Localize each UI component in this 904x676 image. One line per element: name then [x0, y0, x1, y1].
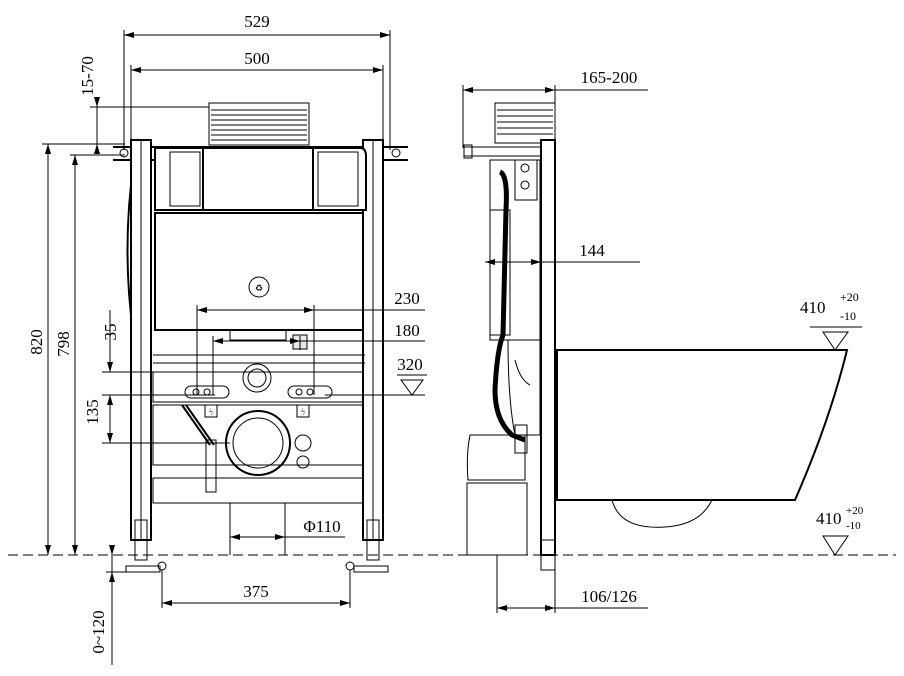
front-view: ♻ ϟ ϟ: [113, 102, 408, 573]
dim-820: 820: [27, 329, 46, 355]
dim-500: 500: [244, 49, 270, 68]
dim-35: 35: [101, 324, 120, 341]
dim-230: 230: [394, 289, 420, 308]
cistern-body: [154, 212, 364, 331]
dim-320: 320: [397, 355, 423, 374]
dim-0-120: 0~120: [89, 610, 108, 653]
dim-410-lower-sup: +20: [846, 505, 864, 517]
dim-144: 144: [579, 241, 605, 260]
recycle-glyph: ♻: [255, 283, 263, 293]
dim-529: 529: [244, 12, 270, 31]
electrical-symbol-icon: ϟ: [209, 407, 213, 417]
dim-135: 135: [83, 399, 102, 425]
electrical-symbol-icon-2: ϟ: [301, 407, 305, 417]
flexible-hose: [492, 169, 526, 443]
dim-798: 798: [54, 331, 73, 357]
dim-phi110: Φ110: [303, 517, 340, 536]
left-foot: [125, 565, 161, 573]
level-marker-lower: [822, 535, 849, 556]
dim-180: 180: [394, 321, 420, 340]
recycle-symbol-icon: [248, 276, 270, 298]
level-marker-upper: [822, 331, 849, 351]
cistern-access-panel: [202, 147, 314, 211]
dim-410-upper-sub: -10: [840, 309, 856, 323]
left-bolt-slot: [184, 385, 230, 399]
dim-15-70: 15-70: [78, 56, 97, 96]
dim-410-lower: 410: [816, 509, 842, 528]
dim-410-lower-sub: -10: [846, 520, 861, 532]
dim-165-200: 165-200: [581, 68, 638, 87]
side-upright: [540, 139, 556, 556]
supply-pipe: [205, 439, 217, 493]
toilet-bowl: [556, 349, 849, 501]
side-view: [463, 102, 849, 571]
right-foot: [353, 565, 389, 573]
inlet-port: [242, 363, 272, 393]
actuator-plate: [208, 102, 310, 146]
dim-375: 375: [243, 582, 269, 601]
right-bolt-slot: [287, 385, 333, 399]
dim-106-126: 106/126: [581, 587, 637, 606]
dim-410-upper: 410: [800, 298, 826, 317]
dim-410-upper-sup: +20: [840, 290, 859, 304]
